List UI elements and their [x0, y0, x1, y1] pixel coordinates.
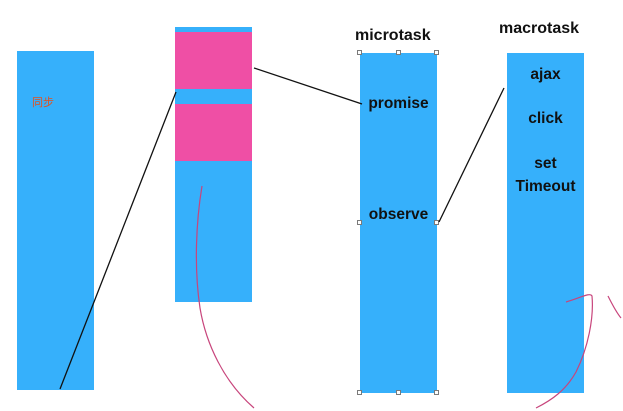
stack-highlight-top: [175, 32, 252, 89]
microtask-item-promise: promise: [368, 95, 429, 112]
macrotask-column: [507, 53, 584, 393]
resize-handle-bottom-right[interactable]: [434, 390, 439, 395]
connector-observe-to-ajax: [438, 87, 505, 223]
macrotask-item-click: click: [528, 110, 563, 127]
macrotask-item-ajax: ajax: [530, 66, 561, 83]
stack-highlight-bottom: [175, 104, 252, 161]
resize-handle-top-center[interactable]: [396, 50, 401, 55]
connector-sync-to-stack: [59, 91, 177, 390]
microtask-heading: microtask: [355, 27, 431, 44]
sketch-stroke-left: [195, 185, 255, 409]
macrotask-item-set: set: [534, 155, 557, 172]
sketch-stroke-right: [535, 294, 593, 409]
resize-handle-top-right[interactable]: [434, 50, 439, 55]
connector-stack-to-promise: [253, 67, 363, 105]
macrotask-item-timeout: Timeout: [515, 178, 576, 195]
sketch-stroke-edge: [607, 295, 622, 319]
resize-handle-bottom-center[interactable]: [396, 390, 401, 395]
resize-handle-middle-right[interactable]: [434, 220, 439, 225]
microtask-item-observe: observe: [368, 206, 429, 223]
resize-handle-top-left[interactable]: [357, 50, 362, 55]
resize-handle-bottom-left[interactable]: [357, 390, 362, 395]
microtask-column[interactable]: [360, 53, 437, 393]
macrotask-heading: macrotask: [499, 20, 580, 37]
resize-handle-middle-left[interactable]: [357, 220, 362, 225]
sync-label: 同步: [32, 96, 54, 109]
